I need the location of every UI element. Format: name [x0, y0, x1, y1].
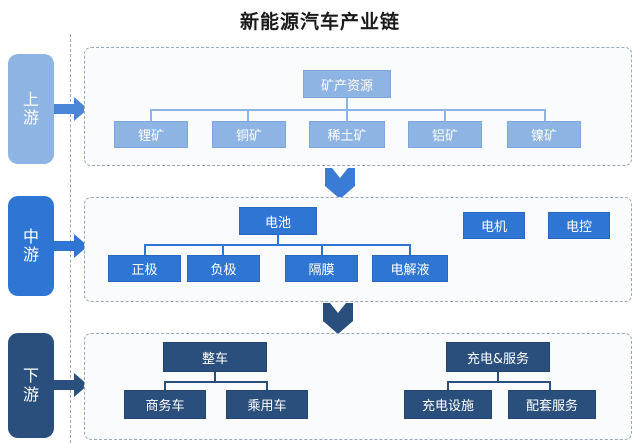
- connector-vehicle-bus: [164, 381, 268, 383]
- node-midstream-child-4[interactable]: 电解液: [372, 255, 448, 282]
- node-downstream-charging-child-1[interactable]: 充电设施: [404, 390, 492, 419]
- node-downstream-vehicle-root[interactable]: 整车: [163, 342, 267, 372]
- chevron-notch: [332, 168, 348, 178]
- tier-label-downstream-text: 下游: [22, 366, 39, 404]
- node-downstream-vehicle-child-2[interactable]: 乘用车: [226, 390, 308, 419]
- node-upstream-root[interactable]: 矿产资源: [303, 70, 391, 98]
- connector-midstream-drop-2: [222, 244, 224, 256]
- connector-vehicle-drop-2: [266, 381, 268, 391]
- tier-label-midstream: 中游: [8, 196, 54, 296]
- connector-charging-drop-2: [549, 381, 551, 391]
- connector-upstream-drop-3: [346, 109, 348, 122]
- tier-label-upstream: 上游: [8, 54, 54, 164]
- connector-upstream-drop-1: [150, 109, 152, 122]
- node-midstream-motor[interactable]: 电机: [463, 212, 525, 239]
- tier-label-midstream-text: 中游: [22, 226, 39, 264]
- connector-midstream-stem: [277, 235, 279, 245]
- connector-midstream-bus: [144, 244, 411, 246]
- node-upstream-child-2[interactable]: 铜矿: [212, 121, 286, 148]
- node-midstream-child-3[interactable]: 隔膜: [285, 255, 358, 282]
- connector-charging-stem: [497, 372, 499, 382]
- connector-upstream-bus: [150, 109, 546, 111]
- section-frame-upstream: [84, 47, 632, 166]
- node-midstream-child-1[interactable]: 正极: [108, 255, 181, 282]
- node-midstream-root[interactable]: 电池: [239, 207, 317, 235]
- node-upstream-child-1[interactable]: 锂矿: [114, 121, 188, 148]
- connector-midstream-drop-3: [321, 244, 323, 256]
- node-upstream-child-4[interactable]: 铝矿: [408, 121, 482, 148]
- node-downstream-charging-root[interactable]: 充电&服务: [446, 342, 550, 372]
- node-upstream-child-5[interactable]: 镍矿: [507, 121, 581, 148]
- connector-charging-bus: [447, 381, 551, 383]
- page-title: 新能源汽车产业链: [239, 11, 400, 33]
- node-upstream-child-3[interactable]: 稀土矿: [309, 121, 385, 148]
- connector-upstream-stem: [346, 98, 348, 110]
- connector-charging-drop-1: [447, 381, 449, 391]
- node-midstream-child-2[interactable]: 负极: [187, 255, 260, 282]
- arrow-shaft: [54, 380, 76, 390]
- node-downstream-vehicle-child-1[interactable]: 商务车: [124, 390, 206, 419]
- connector-upstream-drop-4: [444, 109, 446, 122]
- chevron-tip: [323, 321, 353, 334]
- chevron-tip: [325, 186, 355, 199]
- chevron-notch: [330, 303, 346, 313]
- connector-upstream-drop-2: [247, 109, 249, 122]
- connector-vehicle-drop-1: [164, 381, 166, 391]
- node-downstream-charging-child-2[interactable]: 配套服务: [508, 390, 596, 419]
- section-frame-midstream: [84, 197, 632, 302]
- arrow-shaft: [54, 241, 76, 251]
- connector-upstream-drop-5: [544, 109, 546, 122]
- connector-midstream-drop-1: [144, 244, 146, 256]
- connector-midstream-drop-4: [409, 244, 411, 256]
- tier-label-downstream: 下游: [8, 333, 54, 438]
- vertical-divider: [70, 34, 71, 443]
- connector-vehicle-stem: [214, 372, 216, 382]
- tier-label-upstream-text: 上游: [22, 89, 39, 127]
- arrow-shaft: [54, 104, 76, 114]
- node-midstream-control[interactable]: 电控: [548, 212, 610, 239]
